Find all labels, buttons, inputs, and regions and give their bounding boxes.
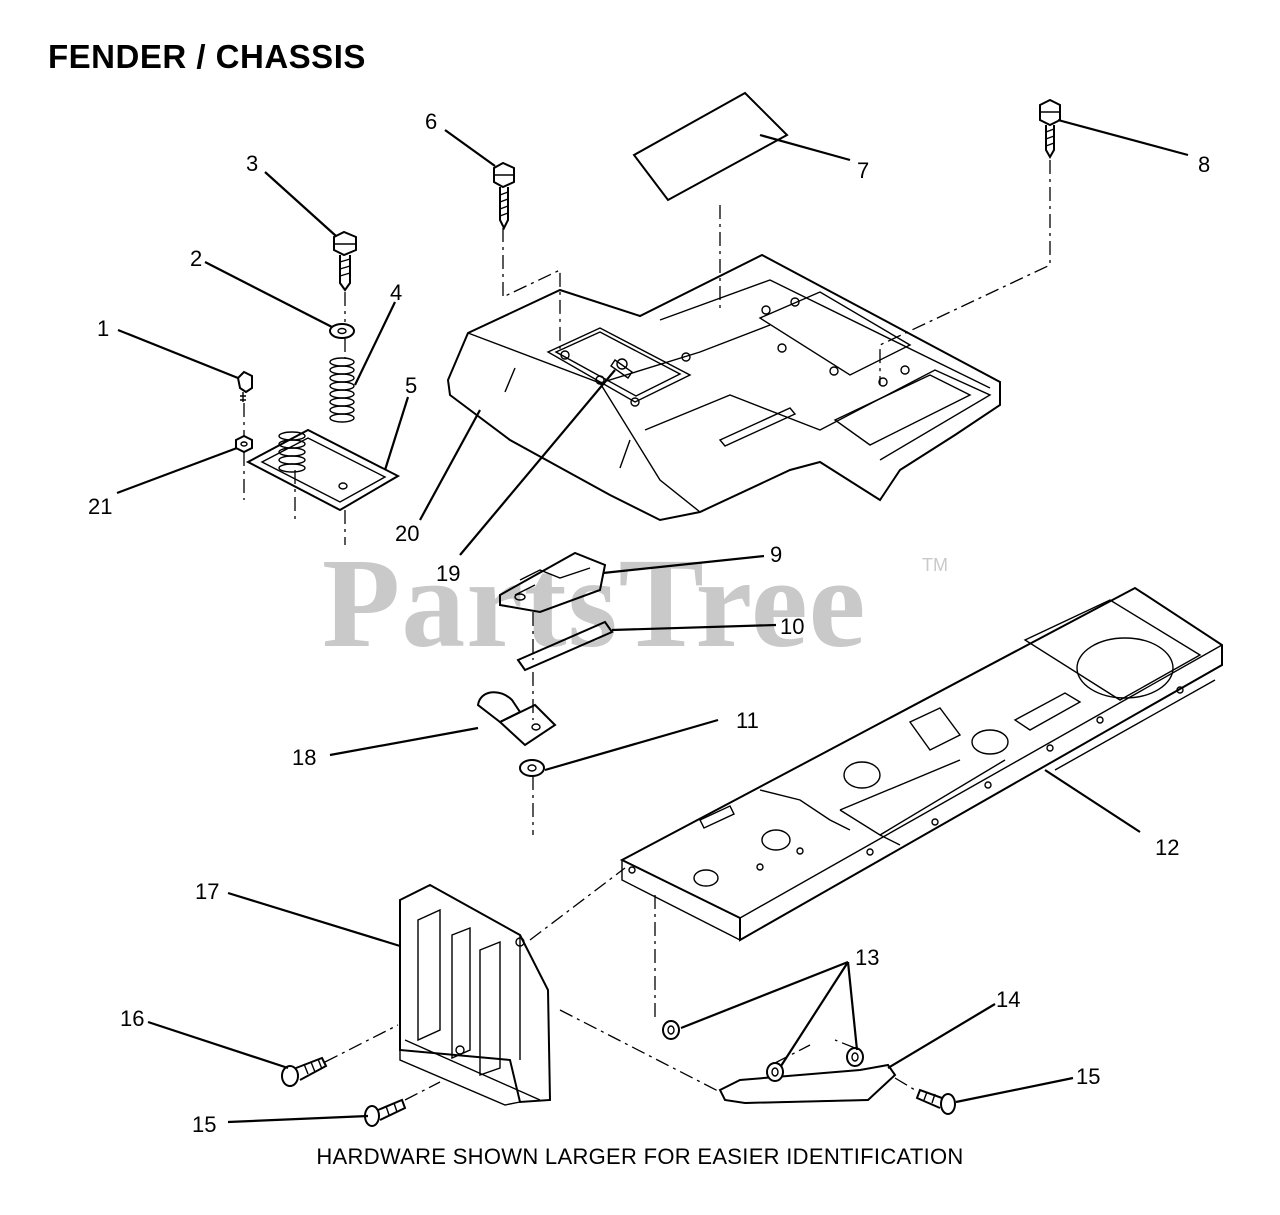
- bolt-part-16: [281, 1056, 328, 1087]
- callout-11: 11: [736, 708, 759, 733]
- callout-2: 2: [190, 246, 202, 271]
- callout-9: 9: [770, 542, 782, 567]
- callout-19: 19: [436, 561, 460, 586]
- bolt-part-6: [493, 161, 515, 231]
- bolt-part-15b: [915, 1088, 956, 1115]
- washer-part-2: [329, 323, 355, 339]
- leader-lines: [116, 118, 1189, 1124]
- bracket-part-14: [718, 1063, 897, 1105]
- decal-part: [632, 91, 789, 202]
- nut-part-11: [519, 759, 545, 777]
- watermark: PartsTree: [322, 532, 867, 674]
- callout-21: 21: [88, 494, 112, 519]
- watermark-trademark: TM: [922, 555, 948, 575]
- callout-labels: 1 2 3 4 5 6 7 8 9 10 11 12 13 14 15 15 1…: [88, 109, 1210, 1137]
- alignment-lines: [243, 160, 1051, 1101]
- plate-part-5: [245, 428, 401, 512]
- bolt-part-8: [1039, 98, 1061, 160]
- callout-1: 1: [97, 316, 109, 341]
- callout-17: 17: [195, 879, 219, 904]
- callout-4: 4: [390, 280, 402, 305]
- callout-15-right: 15: [1076, 1064, 1100, 1089]
- spacer-part-13c: [846, 1047, 864, 1067]
- bracket-part-9: [499, 551, 607, 614]
- callout-7: 7: [857, 158, 869, 183]
- callout-5: 5: [405, 373, 417, 398]
- strip-part-10: [516, 620, 614, 672]
- fitting-part-1: [236, 370, 253, 402]
- callout-14: 14: [996, 987, 1020, 1012]
- spring-part-4: [329, 357, 355, 423]
- callout-15-left: 15: [192, 1112, 216, 1137]
- bolt-part-3: [333, 230, 357, 292]
- callout-6: 6: [425, 109, 437, 134]
- callout-18: 18: [292, 745, 316, 770]
- callout-3: 3: [246, 151, 258, 176]
- callout-13: 13: [855, 945, 879, 970]
- callout-20: 20: [395, 521, 419, 546]
- chassis-part-12: [619, 586, 1223, 942]
- callout-8: 8: [1198, 152, 1210, 177]
- diagram-caption: HARDWARE SHOWN LARGER FOR EASIER IDENTIF…: [316, 1144, 964, 1169]
- clamp-part-18: [476, 691, 557, 747]
- callout-16: 16: [120, 1006, 144, 1031]
- diagram-title: FENDER / CHASSIS: [48, 38, 366, 75]
- nut-part-21: [235, 434, 253, 454]
- callout-12: 12: [1155, 835, 1179, 860]
- callout-10: 10: [780, 614, 804, 639]
- panel-part-17: [399, 883, 552, 1106]
- fender-part: [446, 253, 1001, 522]
- bolt-part-15a: [364, 1098, 407, 1127]
- spacer-part-13a: [662, 1020, 680, 1040]
